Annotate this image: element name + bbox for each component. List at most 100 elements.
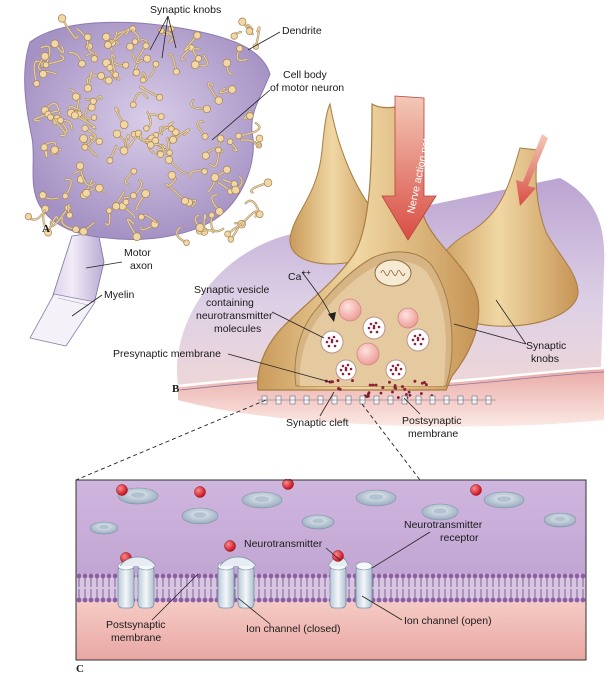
label-synaptic-knobs-a: Synaptic knobs [150,4,221,16]
label-postsynaptic-b-1: Postsynaptic [402,415,462,427]
synaptic-knob [255,210,264,218]
synaptic-knob [66,211,73,219]
synaptic-knob [104,41,112,49]
label-dendrite: Dendrite [282,25,322,37]
label-postsynaptic-c-2: membrane [111,632,161,644]
synaptic-knob [70,111,79,120]
synaptic-knob [226,138,234,145]
zoom-guide-lines [75,399,421,481]
synaptic-knob [152,60,160,68]
synaptic-knob [138,213,145,221]
vesicle-disc [421,503,459,521]
synaptic-knob [246,112,254,120]
label-vesicle-1: Synaptic vesicle [194,284,269,296]
postsynaptic-receptors [258,395,496,405]
synaptic-knob [129,192,137,200]
synaptic-knob-back-left [289,102,385,265]
synaptic-knob [119,120,129,129]
vesicle-disc [89,521,119,535]
vesicle-disc [181,507,219,525]
synaptic-knob [156,150,165,158]
neurotransmitter-molecule [282,479,294,490]
synaptic-knob [172,128,180,136]
action-potential-arrow-main [381,95,437,241]
vesicle-disc [117,487,159,505]
synaptic-knob [33,80,41,88]
panel-label-b: B [172,383,180,395]
vesicle-disc [301,514,335,530]
synaptic-knob [81,143,89,151]
synaptic-knob [102,32,111,42]
label-receptor-1: Neurotransmitter [404,519,483,531]
synaptic-knob [143,54,152,63]
synaptic-knob [79,227,88,236]
synaptic-knob [90,114,98,121]
synaptic-knob [142,42,150,50]
synaptic-knob [50,145,59,154]
neurotransmitter-molecule [224,540,236,552]
label-vesicle-4: molecules [214,323,261,335]
synaptic-knob [90,55,98,63]
synaptic-knob [126,42,134,51]
label-synaptic-knobs-b-2: knobs [531,353,559,365]
synaptic-knob [24,213,32,221]
ion-channel-closed [217,556,257,609]
synaptic-knob [227,236,235,243]
synaptic-knob [201,151,210,160]
ion-channel-left [117,556,157,609]
synaptic-knob [166,149,173,156]
synaptic-vesicle [335,359,357,381]
synaptic-knob [230,32,238,40]
mitochondrion [374,259,412,287]
ion-channels [117,550,373,609]
synaptic-knob [106,64,114,72]
synaptic-vesicle [362,316,386,340]
synaptic-vesicles [320,298,430,391]
synaptic-knob [40,52,50,61]
label-cell-body-1: Cell body [283,69,328,81]
synaptic-knob [97,72,106,80]
synaptic-knob [164,155,174,164]
label-motor-axon-1: Motor [124,247,151,259]
synaptic-knob [76,161,85,171]
synaptic-knob [157,113,165,121]
synaptic-vesicle [338,298,362,322]
synaptic-knob [210,173,220,182]
synaptic-knob [87,103,96,112]
label-vesicle-2: containing [206,297,254,309]
synaptic-knob [193,31,202,40]
synaptic-knob [245,27,254,35]
synaptic-knob-cluster [24,14,273,246]
neurotransmitter-molecule [116,484,128,496]
label-presynaptic-membrane: Presynaptic membrane [113,348,221,360]
label-postsynaptic-c-1: Postsynaptic [106,619,166,631]
synaptic-knob [40,143,49,152]
synaptic-knob [139,76,147,84]
label-neurotransmitter: Neurotransmitter [244,538,323,550]
synaptic-knob [131,38,139,45]
synaptic-knob [72,225,80,234]
synaptic-knob [235,132,242,140]
label-calcium: Ca++ [288,268,311,283]
synaptic-knob [169,135,177,144]
synaptic-knob [112,129,122,139]
synaptic-knob [222,165,231,174]
action-potential-arrow-right [516,134,548,206]
synaptic-knob [82,188,91,198]
synaptic-knob [181,197,190,205]
synaptic-knob [89,97,97,105]
vesicle-disc [355,489,397,507]
synaptic-knob [122,198,130,206]
synaptic-knob [167,171,177,180]
synaptic-knob [208,212,215,219]
synaptic-knob [252,43,260,50]
panel-label-c: C [76,663,84,675]
synaptic-knob [132,232,142,241]
synaptic-knob [190,60,200,70]
synaptic-vesicle [397,307,419,329]
synaptic-knob [129,101,137,109]
synaptic-knob [255,134,264,143]
panel-label-a: A [42,223,50,235]
synaptic-knob [57,14,67,23]
synaptic-vesicle [356,342,380,366]
